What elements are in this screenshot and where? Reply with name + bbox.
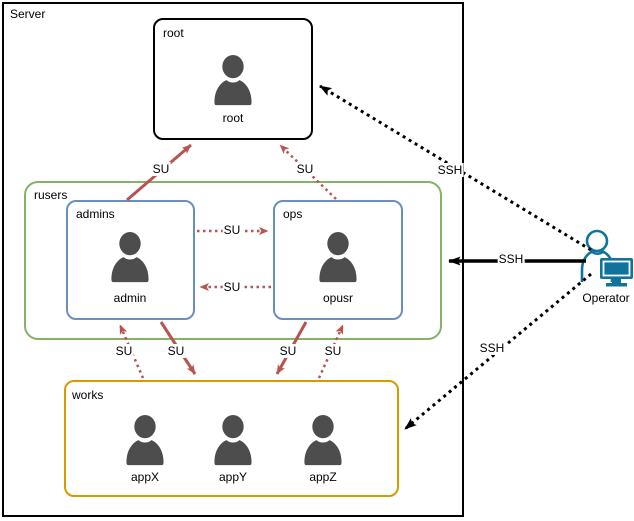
operator-icon <box>580 229 633 287</box>
server-title: Server <box>10 7 46 21</box>
appz-user-icon <box>300 415 346 467</box>
root-box <box>153 18 313 140</box>
opusr-user-label: opusr <box>322 291 354 305</box>
su-label-opusr-root: SU <box>295 162 315 176</box>
su-label-admin-works: SU <box>166 344 186 358</box>
admins-box-title: admins <box>76 207 115 221</box>
ssh-label-root: SSH <box>436 163 464 177</box>
operator-label: Operator <box>582 291 630 305</box>
ssh-label-works: SSH <box>478 341 506 355</box>
root-box-title: root <box>163 26 184 40</box>
su-label-admin-root: SU <box>151 162 171 176</box>
ops-box-title: ops <box>283 207 303 221</box>
ssh-label-rusers: SSH <box>497 252 525 266</box>
admin-user-icon <box>107 232 153 284</box>
appy-user-label: appY <box>218 470 248 484</box>
su-label-works-admin: SU <box>114 344 134 358</box>
works-box-title: works <box>72 388 104 402</box>
works-box <box>64 380 399 497</box>
su-label-works-opusr: SU <box>323 344 343 358</box>
rusers-title: rusers <box>34 188 68 202</box>
su-label-opusr-admin: SU <box>222 280 242 294</box>
opusr-user-icon <box>315 232 361 284</box>
appz-user-label: appZ <box>309 470 337 484</box>
su-label-admin-opusr: SU <box>222 223 242 237</box>
su-label-opusr-works: SU <box>278 344 298 358</box>
root-user-icon <box>210 55 256 107</box>
appx-user-icon <box>122 415 168 467</box>
root-user-label: root <box>222 111 244 125</box>
appy-user-icon <box>210 415 256 467</box>
appx-user-label: appX <box>130 470 160 484</box>
admin-user-label: admin <box>113 291 147 305</box>
